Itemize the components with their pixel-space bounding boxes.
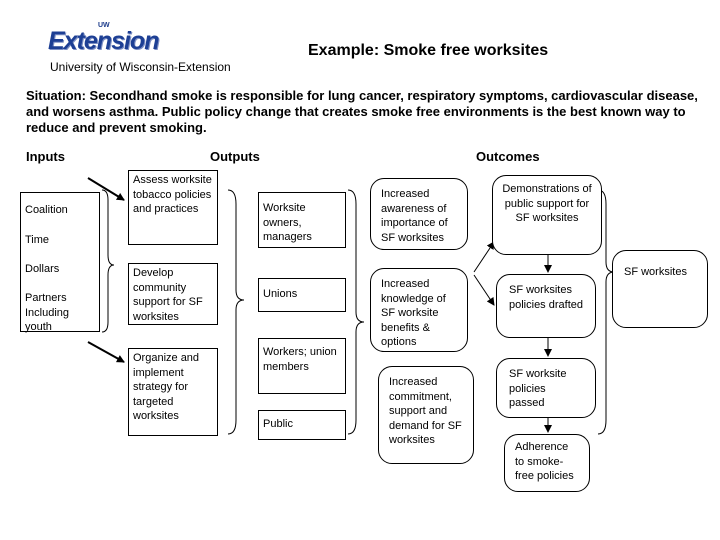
outcome-demonstrations: Demonstrations of public support for SF … bbox=[492, 175, 602, 255]
inputs-brace bbox=[101, 189, 115, 333]
participant-public: Public bbox=[258, 410, 346, 440]
logo-main-text: Extension bbox=[48, 27, 159, 55]
outcome-policies-drafted: SF worksites policies drafted bbox=[496, 274, 596, 338]
logo: UW Extension bbox=[48, 22, 168, 56]
inputs-header: Inputs bbox=[26, 149, 65, 164]
situation-text: Situation: Secondhand smoke is responsib… bbox=[26, 88, 698, 135]
outcomes-header: Outcomes bbox=[476, 149, 540, 164]
outcome-knowledge: Increased knowledge of SF worksite benef… bbox=[370, 268, 468, 352]
input-to-assess-arrow bbox=[87, 177, 125, 201]
input-time: Time bbox=[25, 234, 50, 246]
page-title: Example: Smoke free worksites bbox=[308, 42, 549, 59]
org-name: University of Wisconsin-Extension bbox=[50, 60, 231, 74]
participant-owners: Worksite owners, managers bbox=[258, 192, 346, 248]
activity-assess: Assess worksite tobacco policies and pra… bbox=[128, 170, 218, 245]
outcome-policies-passed: SF worksite policies passed bbox=[496, 358, 596, 418]
activity-develop: Develop community support for SF worksit… bbox=[128, 263, 218, 325]
inputs-box: Coalition Time Dollars Partners Includin… bbox=[20, 192, 100, 333]
knowledge-to-drafted-arrow bbox=[473, 274, 495, 306]
activity-organize: Organize and implement strategy for targ… bbox=[128, 348, 218, 436]
input-coalition: Coalition bbox=[25, 204, 68, 216]
logo-small-text: UW bbox=[98, 22, 110, 29]
outcome-commitment: Increased commitment, support and demand… bbox=[378, 366, 474, 464]
input-to-organize-arrow bbox=[87, 341, 125, 363]
participant-unions: Unions bbox=[258, 278, 346, 312]
outcome-sf-worksites-label: SF worksites bbox=[624, 266, 687, 278]
outcome-sf-worksites bbox=[612, 250, 708, 328]
knowledge-to-demonstrations-arrow bbox=[473, 241, 495, 273]
input-dollars: Dollars bbox=[25, 263, 60, 275]
outcome-adherence: Adherence to smoke-free policies bbox=[504, 434, 590, 492]
input-partners: Partners Including youth bbox=[25, 292, 70, 333]
outcome-awareness: Increased awareness of importance of SF … bbox=[370, 178, 468, 250]
activities-brace bbox=[227, 189, 245, 435]
outputs-header: Outputs bbox=[210, 149, 260, 164]
participant-workers: Workers; union members bbox=[258, 338, 346, 394]
participants-brace bbox=[347, 189, 365, 435]
